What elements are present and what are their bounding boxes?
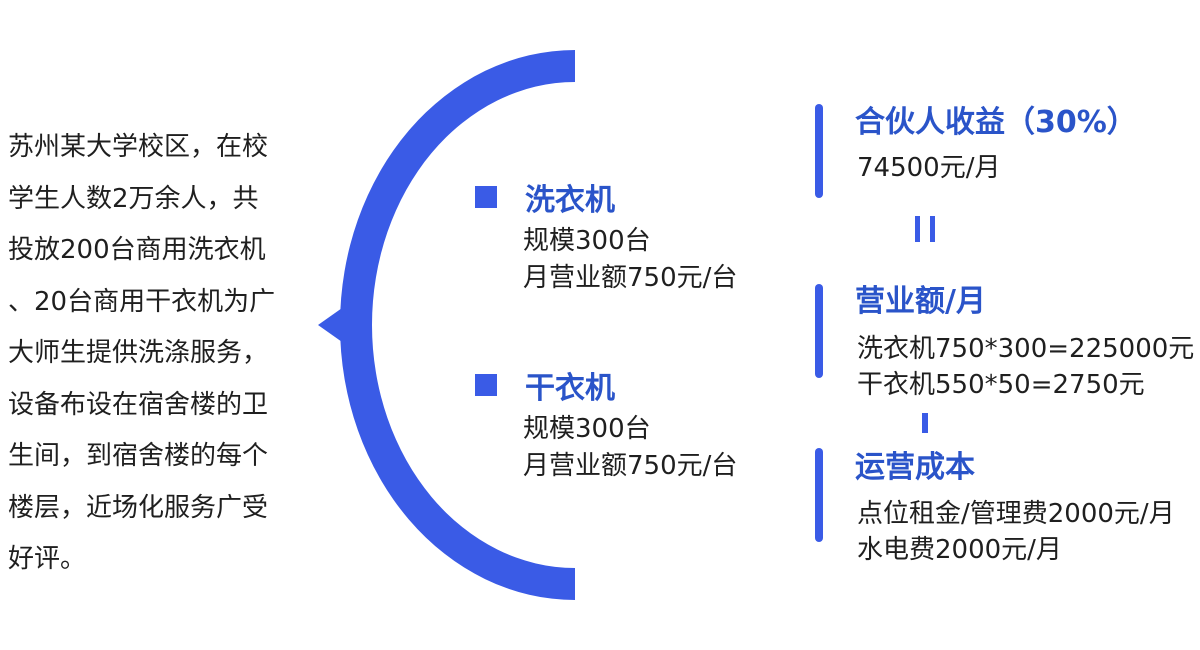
machine-title: 干衣机	[525, 371, 615, 406]
operating-cost-utility-line: 水电费2000元/月	[857, 535, 1062, 565]
machine-revenue: 月营业额750元/台	[523, 263, 738, 293]
partner-income-value: 74500元/月	[857, 153, 1001, 183]
machine-revenue: 月营业额750元/台	[523, 451, 738, 481]
equals-operator	[915, 216, 937, 242]
bracket-pointer	[318, 301, 352, 349]
machine-washer: 洗衣机 规模300台 月营业额750元/台	[475, 177, 737, 297]
partner-income-title: 合伙人收益（30%）	[855, 105, 1137, 140]
operating-cost-title: 运营成本	[855, 450, 975, 485]
machine-title: 洗衣机	[525, 183, 615, 218]
operating-cost-bar	[815, 448, 823, 542]
square-bullet-icon	[475, 374, 497, 396]
minus-operator	[922, 413, 928, 433]
partner-income-bar	[815, 104, 823, 198]
revenue-washer-line: 洗衣机750*300=225000元	[857, 334, 1195, 364]
bracket-arc-shape	[340, 50, 575, 600]
machine-dryer: 干衣机 规模300台 月营业额750元/台	[475, 365, 737, 485]
revenue-bar	[815, 284, 823, 378]
machine-scale: 规模300台	[523, 226, 651, 256]
operating-cost-rent-line: 点位租金/管理费2000元/月	[857, 499, 1175, 529]
intro-text: 苏州某大学校区，在校 学生人数2万余人，共 投放200台商用洗衣机 、20台商用…	[8, 132, 276, 574]
machine-scale: 规模300台	[523, 414, 651, 444]
revenue-title: 营业额/月	[855, 284, 986, 319]
revenue-dryer-line: 干衣机550*50=2750元	[857, 370, 1145, 400]
square-bullet-icon	[475, 186, 497, 208]
